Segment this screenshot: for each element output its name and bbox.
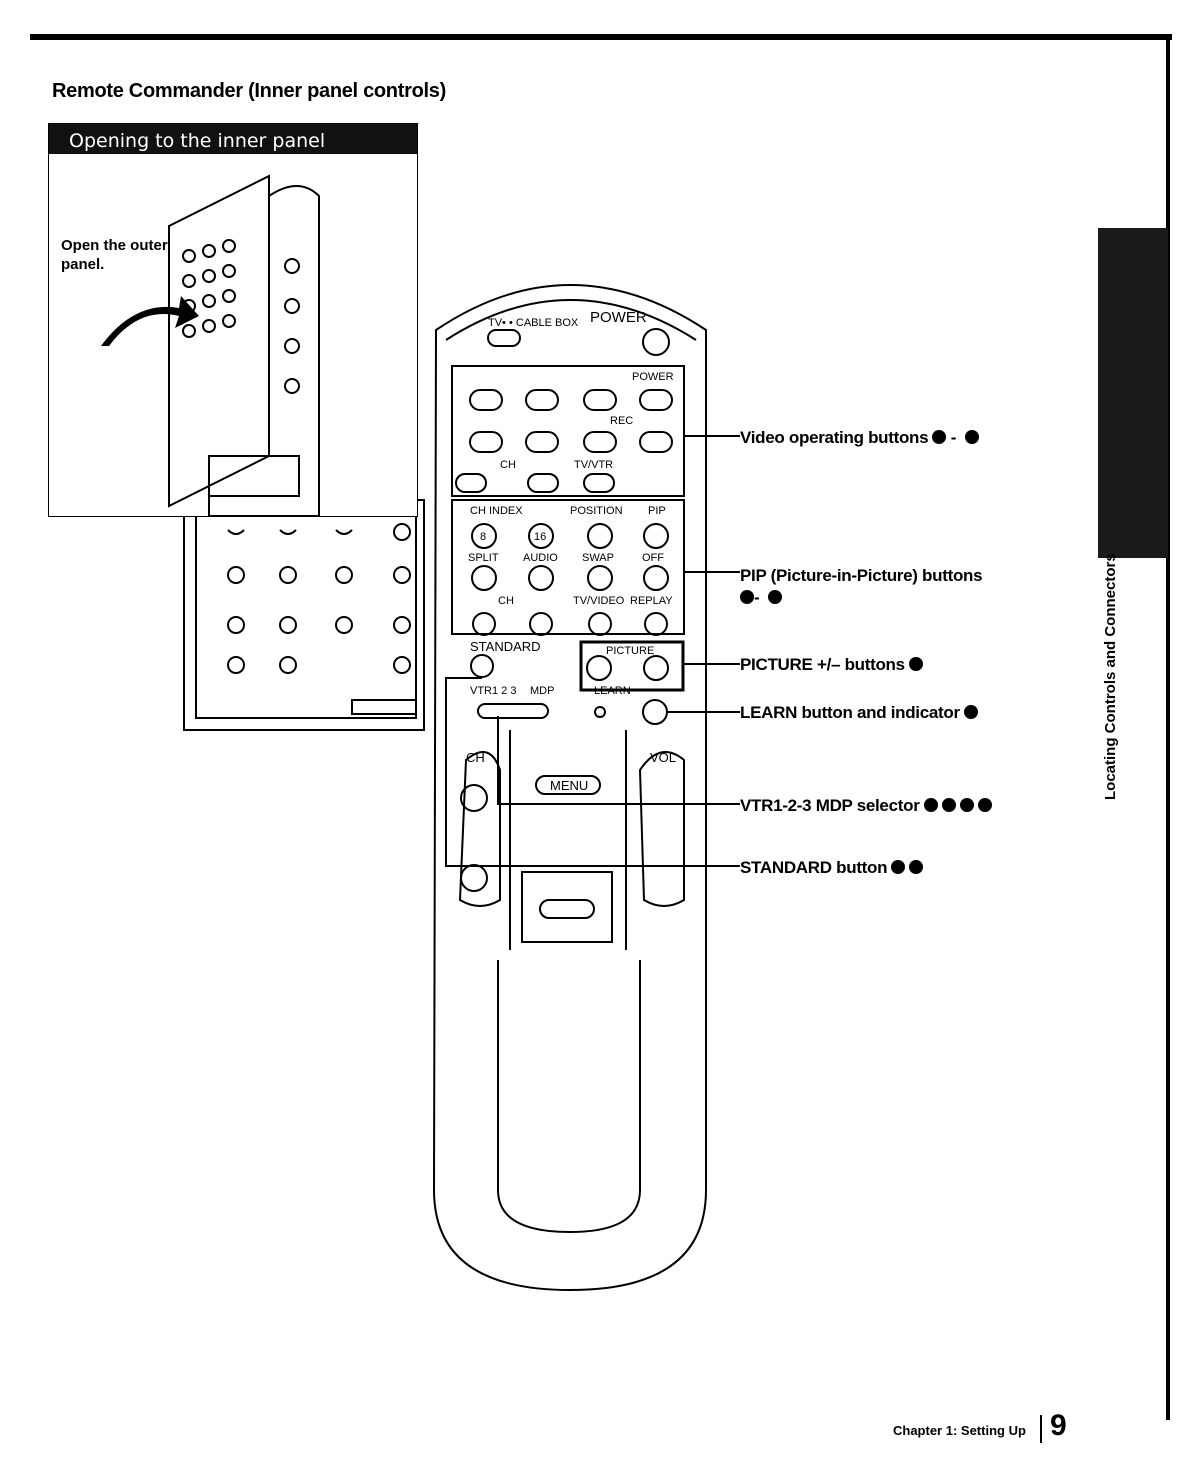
outer-panel-back [183, 499, 425, 731]
label-8: 8 [480, 531, 486, 543]
label-vol: VOL [650, 750, 676, 765]
label-16: 16 [534, 531, 546, 543]
chapter-tab [1098, 228, 1168, 558]
outer-panel-inner [195, 499, 417, 719]
label-ch-index: CH INDEX [470, 505, 523, 517]
label-picture: PICTURE [606, 645, 654, 657]
label-split: SPLIT [468, 552, 499, 564]
label-ch: CH [500, 459, 516, 471]
label-mdp: MDP [530, 685, 554, 697]
label-off: OFF [642, 552, 664, 564]
vol-rocker [638, 751, 685, 907]
label-tvvtr: TV/VTR [574, 459, 613, 471]
label-standard: STANDARD [470, 639, 541, 654]
label-rec: REC [610, 415, 633, 427]
callout-video: Video operating buttons - [740, 428, 979, 448]
ch-rocker [458, 751, 501, 907]
footer-divider [1040, 1415, 1042, 1443]
callout-vtr: VTR1-2-3 MDP selector [740, 796, 992, 816]
menu-button [535, 775, 601, 795]
label-swap: SWAP [582, 552, 614, 564]
label-tvvideo: TV/VIDEO [573, 595, 625, 607]
callout-pip-range: - [740, 588, 782, 608]
joystick [521, 871, 613, 943]
picture-box [579, 640, 685, 692]
label-learn: LEARN [594, 685, 631, 697]
side-tab-label: Locating Controls and Connectors [1102, 553, 1119, 800]
callout-picture: PICTURE +/– buttons [740, 655, 923, 675]
right-rule [1166, 34, 1170, 1420]
open-arrow-icon [101, 296, 199, 346]
vtr-selector [477, 703, 549, 719]
label-audio: AUDIO [523, 552, 558, 564]
pip-panel [451, 499, 685, 635]
label-vtr: VTR1 2 3 [470, 685, 516, 697]
callout-pip: PIP (Picture-in-Picture) buttons [740, 566, 983, 585]
footer-chapter: Chapter 1: Setting Up [893, 1423, 1026, 1438]
label-power-small: POWER [632, 371, 674, 383]
inset-title: Opening to the inner panel [49, 124, 417, 154]
callout-learn: LEARN button and indicator [740, 703, 978, 723]
callout-line-vtr [497, 716, 740, 805]
top-rule [30, 34, 1172, 40]
remote-body [432, 284, 707, 1292]
callout-standard: STANDARD button [740, 858, 924, 878]
page-number: 9 [1050, 1409, 1067, 1442]
inset-panel: Opening to the inner panel Open the oute… [48, 123, 418, 517]
label-ch-big: CH [466, 750, 485, 765]
heading-title: Remote Commander [52, 80, 243, 102]
pip-buttons [470, 523, 669, 681]
learn-button [642, 699, 668, 725]
outer-panel-buttons [227, 523, 417, 715]
label-pip: PIP [648, 505, 666, 517]
heading-subtitle: (Inner panel controls) [248, 80, 446, 102]
callout-line-standard [445, 677, 740, 867]
label-position: POSITION [570, 505, 623, 517]
video-panel [451, 365, 685, 497]
inset-instruction: Open the outer panel. [61, 237, 168, 273]
label-switch: TV• • CABLE BOX [488, 317, 579, 329]
inset-drawing [101, 174, 320, 516]
video-buttons [455, 328, 673, 493]
label-replay: REPLAY [630, 595, 673, 607]
label-power: POWER [590, 309, 647, 326]
label-menu: MENU [550, 778, 588, 793]
page-heading: Remote Commander (Inner panel controls) [52, 80, 446, 103]
label-ch2: CH [498, 595, 514, 607]
